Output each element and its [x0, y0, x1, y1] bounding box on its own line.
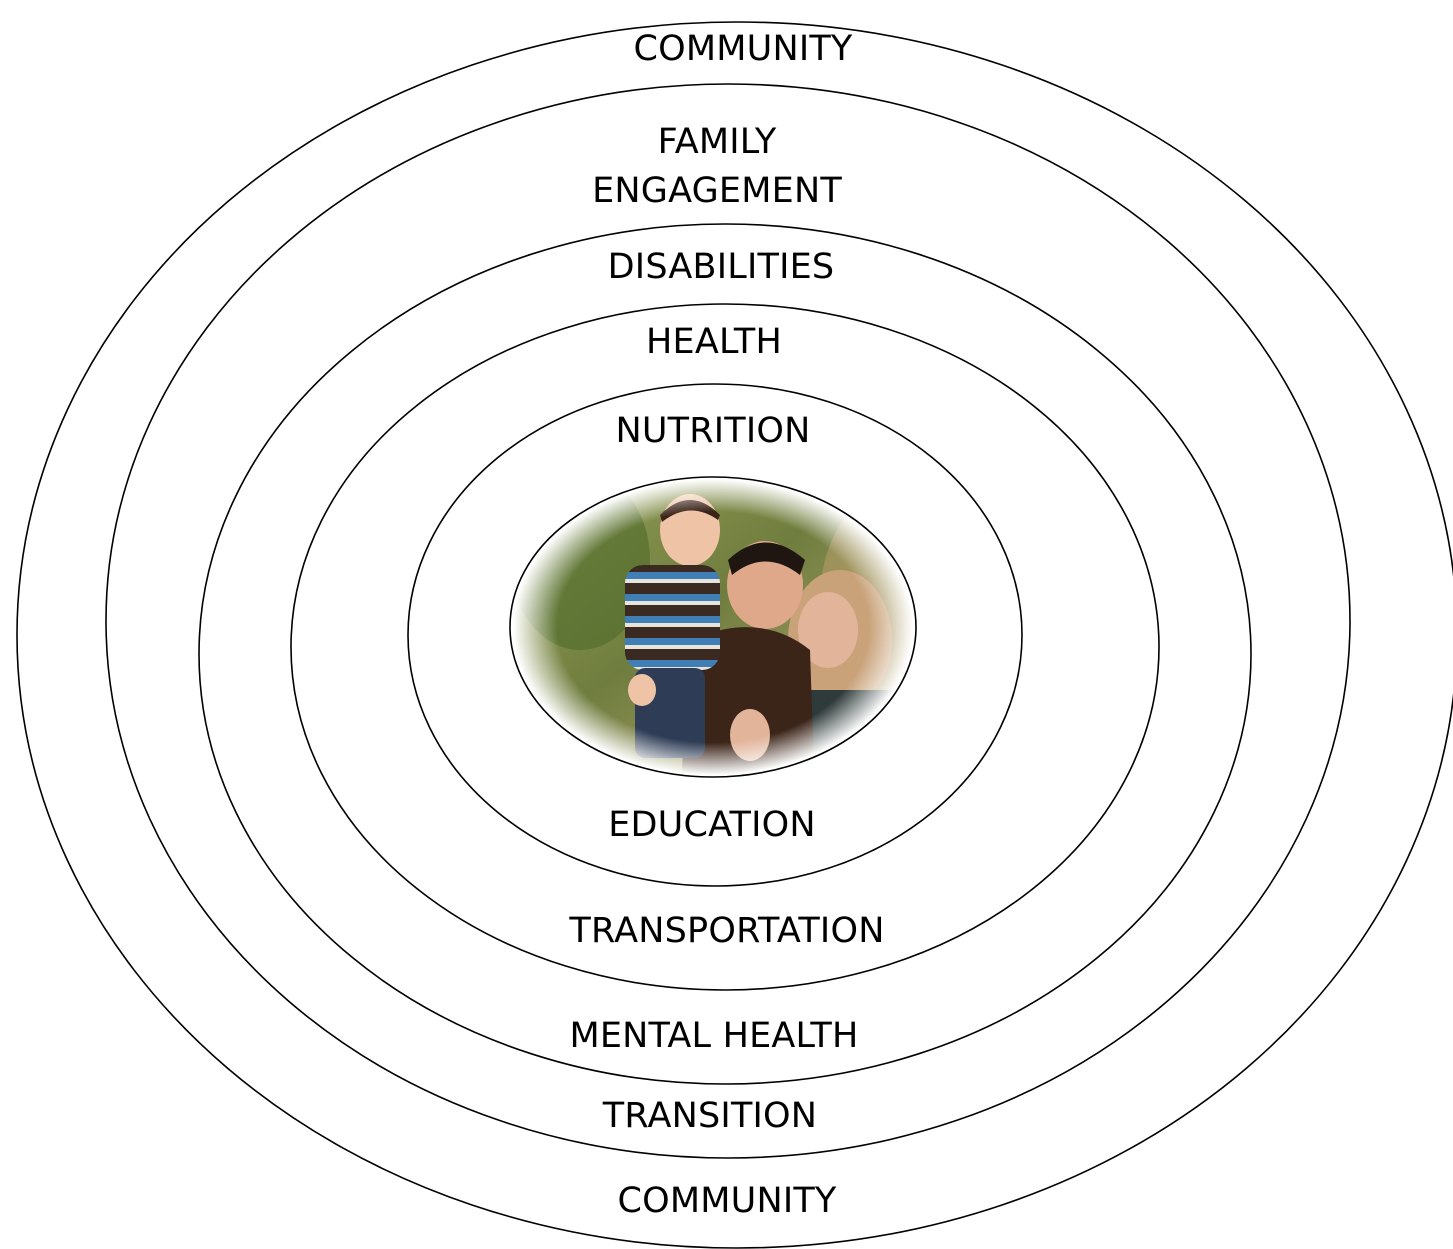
ring-disabilities	[198, 223, 1252, 1085]
ring-health	[290, 303, 1160, 991]
label-education: EDUCATION	[608, 805, 816, 845]
ring-nutrition	[407, 383, 1023, 887]
ring-community	[16, 21, 1453, 1249]
label-nutrition: NUTRITION	[615, 411, 810, 451]
label-health: HEALTH	[646, 322, 782, 362]
label-disabilities: DISABILITIES	[608, 247, 835, 287]
label-transportation: TRANSPORTATION	[568, 911, 884, 951]
label-engagement: ENGAGEMENT	[592, 171, 842, 211]
ring-family-engagement	[105, 83, 1351, 1159]
family-photo	[505, 470, 940, 800]
label-family: FAMILY	[658, 122, 777, 162]
label-transition: TRANSITION	[602, 1096, 817, 1136]
label-mental-health: MENTAL HEALTH	[569, 1016, 858, 1056]
label-community-top: COMMUNITY	[633, 29, 852, 69]
label-community-bottom: COMMUNITY	[617, 1181, 836, 1221]
